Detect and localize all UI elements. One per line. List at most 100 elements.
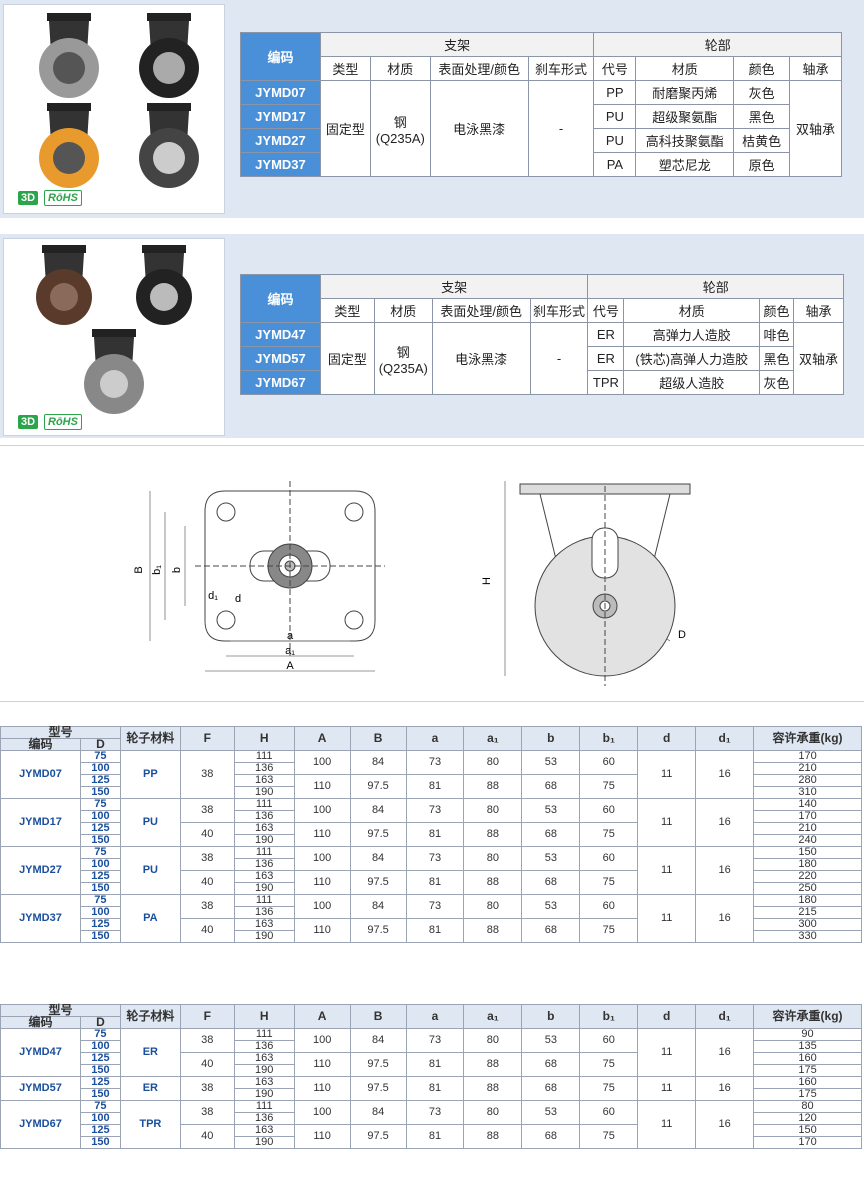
header-color: 颜色: [759, 298, 795, 323]
value-load: 220: [753, 870, 862, 883]
value-F: 38: [179, 894, 235, 919]
header-F: F: [179, 726, 235, 751]
value-H: 163: [233, 1052, 295, 1065]
header-A: A: [293, 726, 351, 751]
header-H: H: [233, 1004, 295, 1029]
header-d1: d₁: [695, 726, 755, 751]
value-b1: 60: [579, 894, 639, 919]
rohs-badge: RōHS: [44, 414, 82, 430]
value-load: 150: [753, 1124, 862, 1137]
value-H: 163: [233, 918, 295, 931]
value-load: 250: [753, 882, 862, 895]
spec-code: JYMD07: [240, 80, 321, 105]
value-b1: 60: [579, 1028, 639, 1053]
value-b1: 60: [579, 1100, 639, 1125]
value-b: 68: [521, 1052, 581, 1077]
value-H: 190: [233, 1088, 295, 1101]
value-a: 73: [405, 1100, 465, 1125]
value-F: 38: [179, 1100, 235, 1125]
value-H: 136: [233, 1040, 295, 1053]
spec-table-2: 编码 支架 轮部 类型 材质 表面处理/颜色 刹车形式 代号 材质 颜色 轴承 …: [240, 274, 844, 395]
value-F: 40: [179, 1124, 235, 1149]
value-a1: 80: [463, 894, 523, 919]
wheel-diameter: 150: [79, 1136, 121, 1149]
value-H: 190: [233, 786, 295, 799]
value-B: 97.5: [349, 870, 407, 895]
value-a: 81: [405, 1076, 465, 1101]
header-b1: b₁: [579, 1004, 639, 1029]
spec-material: 钢(Q235A): [369, 80, 431, 177]
value-F: 38: [179, 798, 235, 823]
header-b: b: [521, 1004, 581, 1029]
value-load: 170: [753, 810, 862, 823]
value-H: 136: [233, 762, 295, 775]
value-a: 73: [405, 750, 465, 775]
3d-badge: 3D: [18, 191, 39, 205]
dimension-lines: [149, 481, 671, 676]
header-wcode: 代号: [587, 298, 625, 323]
3d-badge: 3D: [18, 415, 39, 429]
value-a1: 88: [463, 870, 523, 895]
value-A: 100: [293, 1028, 351, 1053]
label-a1: a₁: [285, 645, 295, 657]
value-d1: 16: [695, 894, 755, 943]
wheel-diameter: 125: [79, 870, 121, 883]
wheel-diameter: 125: [79, 822, 121, 835]
spec-wmaterial: 高科技聚氨酯: [635, 128, 735, 153]
value-load: 240: [753, 834, 862, 847]
spec-color: 黑色: [759, 346, 795, 371]
wheel-diameter: 150: [79, 1064, 121, 1077]
spec-code: JYMD17: [240, 104, 321, 129]
header-a: a: [405, 726, 465, 751]
wheel-diameter: 75: [79, 750, 121, 763]
header-d: d: [637, 1004, 697, 1029]
value-F: 38: [179, 1076, 235, 1101]
value-b: 68: [521, 1124, 581, 1149]
header-model: 型号: [0, 1004, 121, 1017]
header-H: H: [233, 726, 295, 751]
value-B: 97.5: [349, 822, 407, 847]
spec-code: JYMD27: [240, 128, 321, 153]
model-code: JYMD17: [0, 798, 81, 847]
value-b: 68: [521, 918, 581, 943]
value-load: 160: [753, 1076, 862, 1089]
value-B: 84: [349, 1100, 407, 1125]
value-H: 190: [233, 1064, 295, 1077]
spec-brake: -: [529, 322, 589, 395]
value-F: 38: [179, 846, 235, 871]
value-F: 40: [179, 1052, 235, 1077]
product-image-2: 3D RōHS: [3, 238, 225, 436]
value-b: 68: [521, 774, 581, 799]
value-load: 180: [753, 858, 862, 871]
label-a: a: [287, 630, 294, 642]
spec-wmaterial: 超级人造胶: [623, 370, 761, 395]
value-a1: 88: [463, 918, 523, 943]
dimension-diagram: B b₁ b d₁ d a a₁ A H D: [0, 445, 864, 702]
caster-wheels-illustration: [39, 13, 199, 188]
value-B: 97.5: [349, 774, 407, 799]
spec-wcode: TPR: [587, 370, 625, 395]
spec-wmaterial: 超级聚氨酯: [635, 104, 735, 129]
value-load: 330: [753, 930, 862, 943]
value-B: 97.5: [349, 1124, 407, 1149]
wheel-diameter: 75: [79, 1028, 121, 1041]
value-load: 135: [753, 1040, 862, 1053]
label-d1: d₁: [208, 590, 218, 602]
value-load: 210: [753, 762, 862, 775]
value-b: 53: [521, 1100, 581, 1125]
value-H: 163: [233, 822, 295, 835]
header-code: 编码: [240, 274, 321, 323]
value-A: 100: [293, 846, 351, 871]
spec-wcode: PP: [593, 80, 637, 105]
spec-wcode: PU: [593, 128, 637, 153]
value-F: 38: [179, 750, 235, 799]
spec-bearing: 双轴承: [793, 322, 844, 395]
model-code: JYMD27: [0, 846, 81, 895]
wheel-material: ER: [119, 1076, 181, 1101]
model-code: JYMD47: [0, 1028, 81, 1077]
spec-code: JYMD47: [240, 322, 321, 347]
spec-surface: 电泳黑漆: [431, 322, 531, 395]
value-load: 300: [753, 918, 862, 931]
value-b: 68: [521, 1076, 581, 1101]
value-b1: 75: [579, 822, 639, 847]
